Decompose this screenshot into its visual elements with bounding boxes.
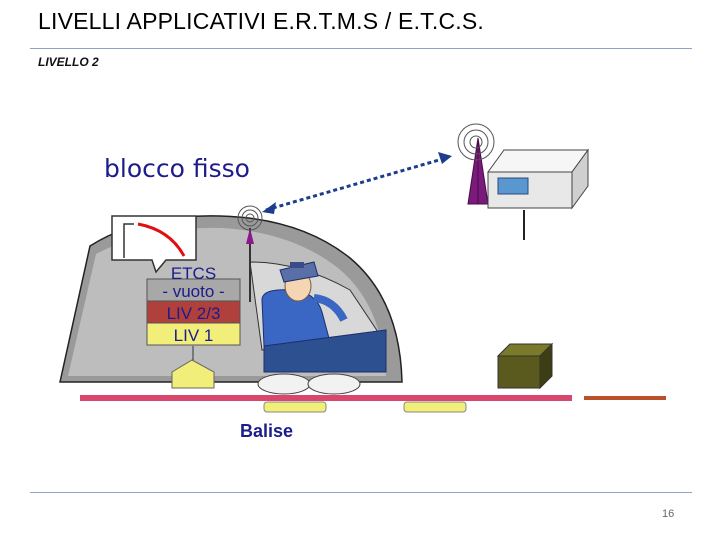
- train-wheel: [257, 373, 311, 395]
- slide-title: LIVELLI APPLICATIVI E.R.T.M.S / E.T.C.S.: [38, 8, 484, 34]
- slide-subtitle: LIVELLO 2: [38, 55, 99, 69]
- balise-label: Balise: [240, 421, 294, 441]
- level-empty-label: - vuoto -: [162, 282, 225, 301]
- rbc-building: [487, 148, 589, 210]
- level-liv23-label: LIV 2/3: [166, 304, 221, 323]
- diagram-heading: blocco fisso: [104, 154, 250, 183]
- page-number: 16: [662, 508, 675, 520]
- arrow-head-icon: [438, 152, 452, 164]
- balise: [403, 401, 467, 413]
- footer-divider: [30, 492, 692, 493]
- level-liv1-label: LIV 1: [173, 326, 214, 345]
- train-wheel: [307, 373, 361, 395]
- title-divider: [30, 48, 692, 49]
- radio-mast: [467, 137, 489, 205]
- driver-console: [263, 329, 387, 373]
- speedometer-callout: [111, 215, 197, 274]
- etcs-label: ETCS: [170, 264, 217, 283]
- onboard-balise-antenna: [171, 359, 215, 389]
- level-box-liv1: [146, 322, 241, 346]
- radio-link-arrow: [265, 156, 447, 212]
- arrow-head-icon: [262, 202, 276, 214]
- balise: [263, 401, 327, 413]
- train-driver: [261, 261, 348, 347]
- train-antenna-signal-icon: [237, 205, 263, 231]
- trackside-equipment-box: [496, 342, 554, 390]
- mast-signal-icon: [457, 123, 495, 161]
- speed-curve-icon: [137, 222, 186, 257]
